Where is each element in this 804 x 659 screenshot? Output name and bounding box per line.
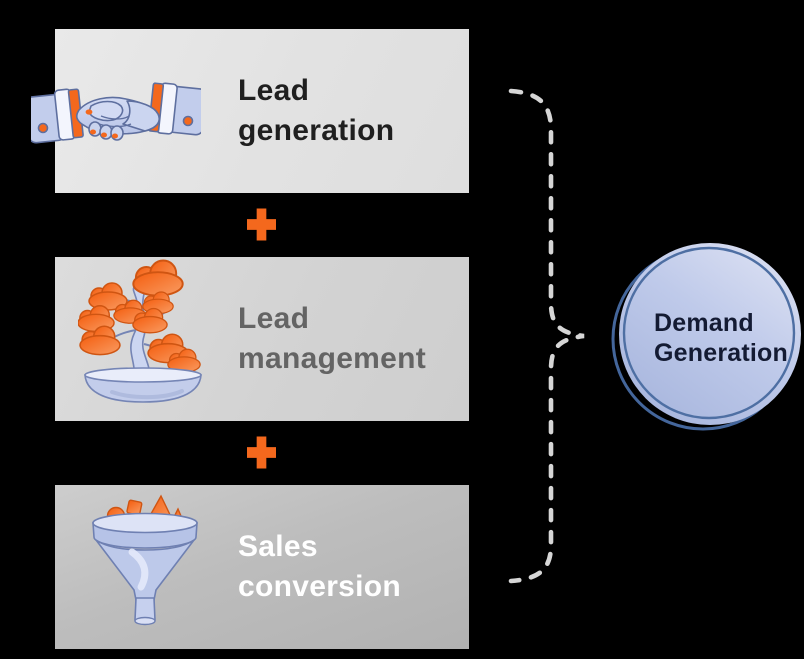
bubble-title-line: Generation xyxy=(654,339,788,367)
funnel-icon xyxy=(92,494,198,626)
plus-icon xyxy=(247,436,276,469)
bubble-fill xyxy=(619,243,801,425)
card-title-line: conversion xyxy=(238,570,402,603)
card-title-line: Lead xyxy=(238,74,310,107)
card-label: Sales conversion xyxy=(238,527,401,607)
bubble-title-line: Demand xyxy=(654,309,754,337)
card-label: Lead management xyxy=(238,299,426,379)
card-label: Lead generation xyxy=(238,71,394,151)
card-title-line: management xyxy=(238,342,427,375)
handshake-icon xyxy=(31,82,201,144)
card-title-line: Sales xyxy=(238,530,318,563)
card-title-line: generation xyxy=(238,114,395,147)
bonsai-tree-icon xyxy=(78,259,202,403)
bubble-label: Demand Generation xyxy=(654,308,794,368)
bubble-ring xyxy=(622,246,796,420)
card-title-line: Lead xyxy=(238,302,310,335)
demand-generation-bubble xyxy=(611,243,801,431)
plus-icon xyxy=(247,208,276,241)
